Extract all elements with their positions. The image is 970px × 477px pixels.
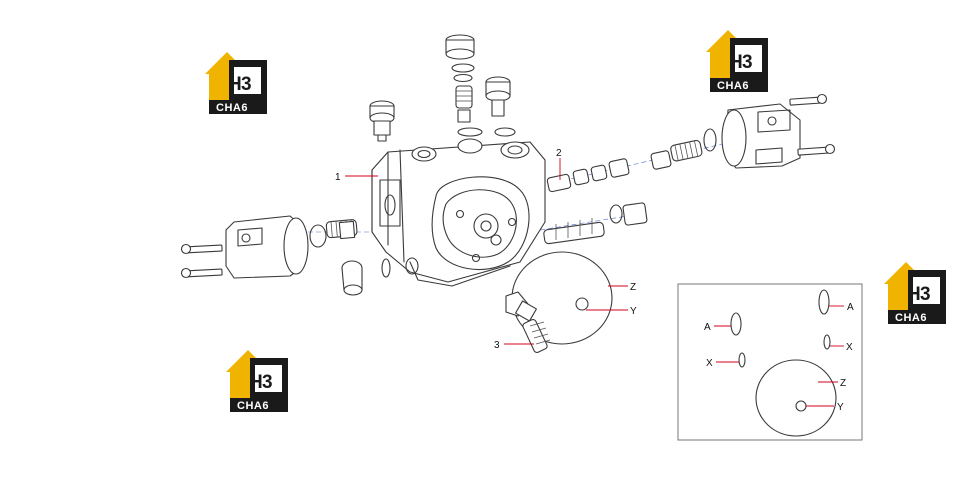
upper-spool-assembly	[546, 128, 717, 193]
inset-label-z: Z	[840, 378, 846, 389]
callout-labels: 1 2 3 Z Y	[335, 148, 637, 351]
left-end-cap	[225, 215, 358, 279]
watermark-logo-right: H 3 CHA6	[884, 262, 946, 324]
svg-text:CHA6: CHA6	[216, 102, 248, 114]
watermark-logo-top-left: H 3 CHA6	[205, 52, 267, 114]
svg-text:H: H	[907, 284, 921, 305]
inset-label-y: Y	[837, 402, 844, 413]
svg-text:3: 3	[920, 284, 931, 305]
watermark-logo-top-right: H 3 CHA6	[706, 30, 768, 92]
detail-inset: A A X X Z Y	[677, 283, 863, 441]
inset-label-a-right: A	[847, 302, 854, 313]
svg-text:CHA6: CHA6	[895, 312, 927, 324]
svg-text:H: H	[729, 52, 743, 73]
callout-3: 3	[494, 340, 500, 351]
gasket-plate-z	[511, 251, 613, 345]
plug-and-oring-left	[341, 258, 391, 296]
hydraulic-fitting	[505, 291, 551, 354]
callout-y: Y	[630, 306, 637, 317]
inset-label-x-right: X	[846, 342, 853, 353]
upper-valve-stack-center	[445, 34, 483, 137]
end-cap-screws-left	[180, 243, 223, 279]
svg-text:CHA6: CHA6	[717, 80, 749, 92]
svg-text:H: H	[228, 74, 242, 95]
callout-1: 1	[335, 172, 341, 183]
svg-text:3: 3	[742, 52, 753, 73]
inset-label-a-left: A	[704, 322, 711, 333]
svg-text:H: H	[249, 372, 263, 393]
callout-leaders	[345, 158, 628, 345]
svg-text:3: 3	[262, 372, 273, 393]
relief-valve-cartridge-left	[369, 100, 395, 142]
inset-label-x-left: X	[706, 358, 713, 369]
valve-body	[371, 138, 546, 287]
right-end-cap	[721, 103, 801, 169]
watermark-logo-bottom-left: H 3 CHA6	[226, 350, 288, 412]
svg-text:CHA6: CHA6	[237, 400, 269, 412]
lower-spool-assembly	[543, 202, 648, 245]
upper-valve-stack-right	[485, 76, 516, 137]
end-cap-screws-right	[789, 93, 836, 156]
callout-2: 2	[556, 148, 562, 159]
callout-z: Z	[630, 282, 636, 293]
svg-text:3: 3	[241, 74, 252, 95]
